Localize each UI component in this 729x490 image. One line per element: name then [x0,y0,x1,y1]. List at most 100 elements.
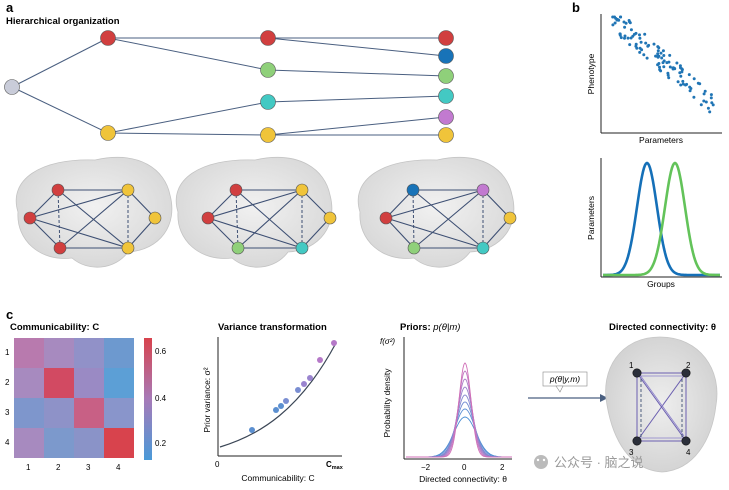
heatmap-cell [44,398,74,428]
scatter-point [642,53,646,57]
col-label-1: 1 [26,463,31,472]
connectivity-node-label-4: 4 [686,448,691,457]
tree-node-l3-green [438,68,454,84]
scatter-point [709,96,713,100]
priors-x-tick-2: 2 [500,463,505,472]
scatter-point [685,82,689,86]
scatter-point [659,51,663,55]
scatter-point [628,43,632,47]
connectivity-title: Directed connectivity: θ [609,322,716,333]
scatter-point [611,23,615,27]
variance-point [273,407,279,413]
tree-node-l2-green [260,62,276,78]
scatter-point [623,25,627,29]
scatter-point [656,45,660,49]
scatter-point [692,95,696,99]
tree-node-l3-red [438,30,454,46]
priors-y-top-label: f(σ²) [380,337,395,346]
scatter-point [703,89,707,93]
heatmap-cell [14,368,44,398]
scatter-point [638,33,641,37]
scatter-point [661,49,665,53]
scatter-point [618,32,622,36]
scatter-points [611,15,715,114]
tree-node-l3-purple [438,109,454,125]
variance-point [283,398,289,404]
panel-b-letter: b [572,0,580,15]
tree-node-l1-yellow [100,125,116,141]
prior-curve [406,408,512,458]
heatmap-col-labels: 1 2 3 4 [26,463,121,472]
scatter-point [709,93,713,97]
colorbar-tick-0.6: 0.6 [155,347,167,356]
col-label-2: 2 [56,463,61,472]
scatter-point [656,49,660,53]
scatter-point [692,77,696,81]
tree-node-l3-blue [438,48,454,64]
priors-x-tick-0: 0 [462,463,467,472]
scatter-point [702,99,706,103]
scatter-point [662,59,666,63]
scatter-point [666,73,670,77]
communicability-heatmap: Communicability: C 1 2 3 4 1 2 3 4 0.6 0… [5,322,167,472]
scatter-point [623,36,626,40]
scatter-point [627,19,631,22]
col-label-3: 3 [86,463,91,472]
variance-point [249,427,255,433]
scatter-point [672,66,676,70]
scatter-point [680,68,684,72]
density-curve-group-2 [603,161,720,277]
scatter-point [626,36,630,40]
prior-curve [406,416,512,458]
connectivity-node-label-2: 2 [686,361,691,370]
scatter-point [639,40,643,44]
density-x-label: Groups [647,279,675,289]
heatmap-colorbar [144,338,152,460]
brain-network-3 [357,156,517,268]
scatter-point [679,66,682,70]
group-density-plot: Parameters Groups [586,158,722,289]
connectivity-node-label-1: 1 [629,361,634,370]
heatmap-cells [14,338,134,458]
scatter-point [679,74,683,78]
brain-side-3 [357,156,515,268]
heatmap-cell [74,338,104,368]
scatter-point [668,65,672,69]
priors-plot: Priors: p(θ|m) f(σ²) Probability density… [380,322,512,484]
scatter-point [696,81,700,85]
variance-point [317,357,323,363]
variance-point [301,381,307,387]
scatter-point [656,52,660,56]
scatter-point [657,62,661,65]
scatter-point [676,80,680,84]
heatmap-title: Communicability: C [10,322,99,333]
variance-curve [219,342,337,448]
variance-x-label: Communicability: C [241,473,314,483]
scatter-point [619,15,623,19]
scatter-point [629,28,633,32]
scatter-point [662,54,666,57]
row-label-3: 3 [5,408,10,417]
priors-x-label: Directed connectivity: θ [419,474,507,484]
scatter-point [710,101,714,105]
scatter-point [638,46,642,50]
variance-y-label: Prior variance: σ² [202,367,212,432]
tree-node-l2-red [260,30,276,46]
hierarchy-nodes [4,30,454,143]
scatter-point [679,83,683,87]
scatter-point [657,54,661,58]
prior-curve [406,362,512,458]
variance-point [295,387,301,393]
scatter-x-label: Parameters [639,135,683,145]
scatter-point [662,65,666,69]
variance-point [278,403,284,409]
colorbar-tick-0.2: 0.2 [155,439,167,448]
scatter-y-label: Phenotype [586,53,596,94]
heatmap-cell [104,398,134,428]
brain-network-2 [175,156,337,268]
scatter-point [658,65,661,69]
variance-points [249,340,337,433]
scatter-point [706,106,710,110]
heatmap-cell [104,368,134,398]
prior-curves [406,362,512,458]
